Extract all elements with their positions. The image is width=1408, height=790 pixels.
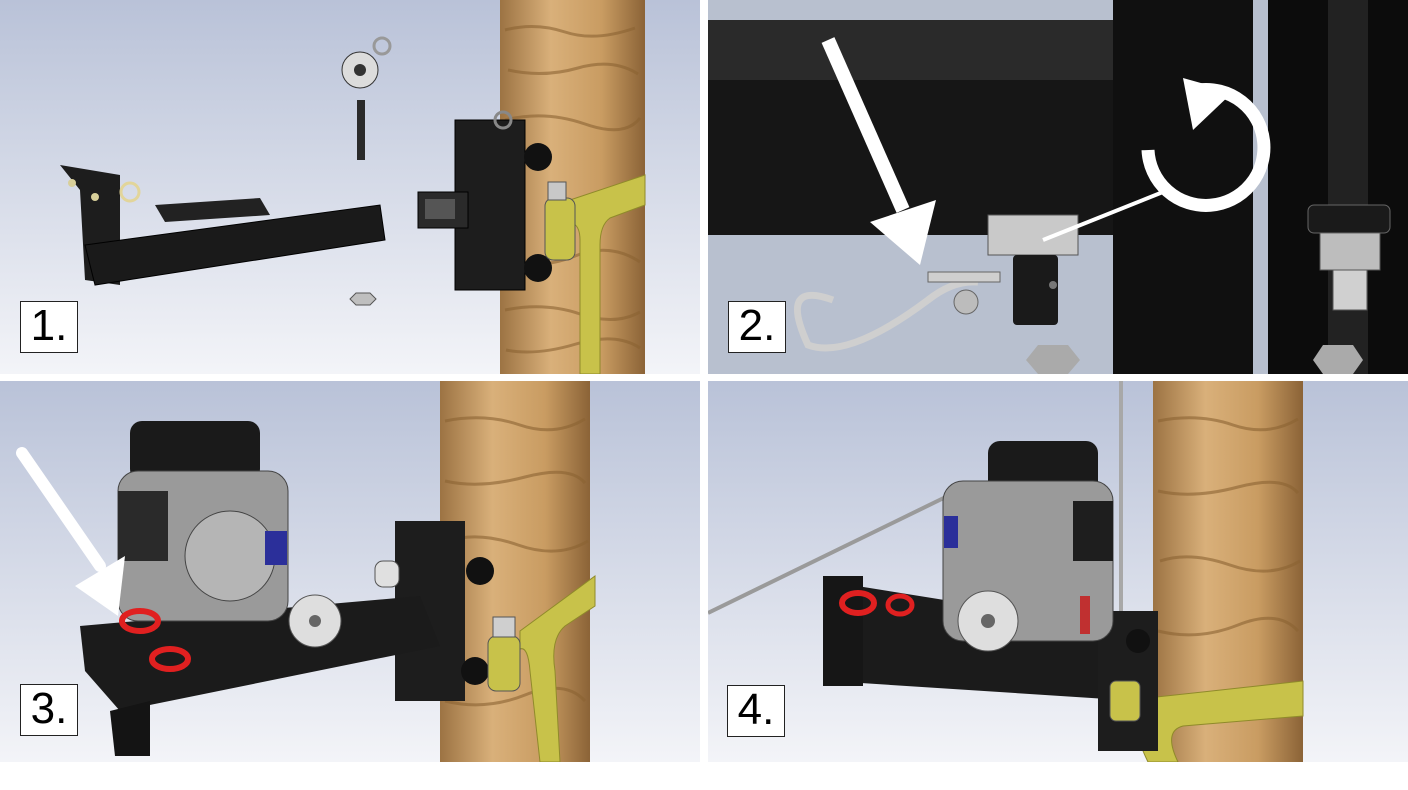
step-2-panel: 2. bbox=[708, 0, 1408, 374]
winch-with-rope-illustration bbox=[708, 381, 1408, 762]
winch-engine-icon bbox=[942, 441, 1114, 652]
tree-mount-exploded-illustration bbox=[0, 0, 700, 374]
shackle-icon bbox=[119, 608, 191, 672]
winch-tray-icon bbox=[80, 596, 440, 756]
step-number-label: 1. bbox=[20, 301, 78, 353]
winch-on-mount-illustration bbox=[0, 381, 700, 762]
rotate-arrow-icon bbox=[1141, 78, 1271, 212]
step-1-panel: 1. bbox=[0, 0, 700, 374]
step-3-panel: 3. bbox=[0, 381, 700, 762]
down-arrow-icon bbox=[821, 37, 936, 265]
step-4-panel: 4. bbox=[708, 381, 1408, 762]
bolt-icon bbox=[987, 214, 1079, 325]
shackle-icon bbox=[839, 590, 915, 617]
winch-tray-icon bbox=[60, 165, 386, 286]
down-arrow-icon bbox=[16, 447, 125, 616]
hitch-pin-icon bbox=[793, 271, 1001, 352]
rope-icon bbox=[708, 381, 1123, 631]
step-number-label: 4. bbox=[727, 685, 785, 737]
strap-icon bbox=[519, 575, 596, 762]
mount-bracket-icon bbox=[417, 110, 576, 291]
step-number-label: 2. bbox=[728, 301, 786, 353]
pin-insert-detail-illustration bbox=[708, 0, 1408, 374]
step-number-label: 3. bbox=[20, 684, 78, 736]
pin-pulley-icon bbox=[341, 36, 392, 160]
nut-icon bbox=[349, 292, 377, 306]
mount-body-icon bbox=[708, 0, 1408, 374]
winch-engine-icon bbox=[117, 421, 400, 648]
